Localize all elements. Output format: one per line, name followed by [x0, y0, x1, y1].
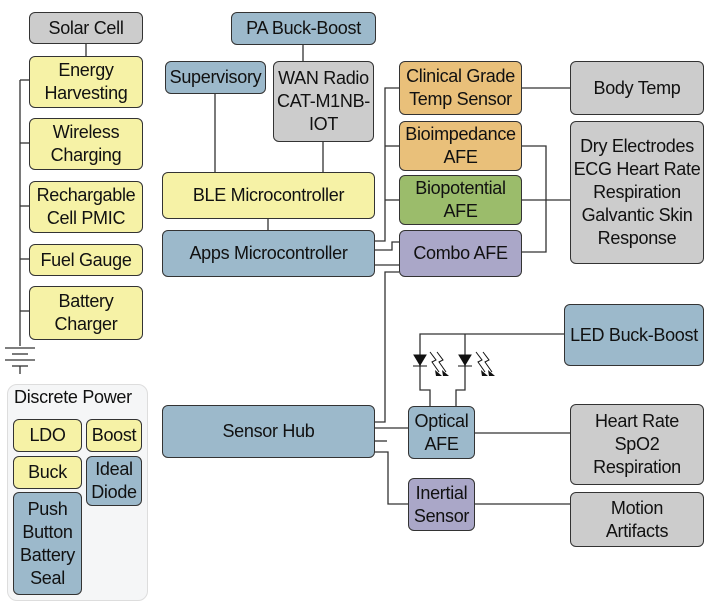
supervisory-block: Supervisory [165, 61, 266, 94]
motion-artifacts-block: Motion Artifacts [570, 492, 704, 547]
body-temp-block: Body Temp [570, 61, 704, 115]
combo-afe-block: Combo AFE [399, 230, 522, 277]
solar-cell-block: Solar Cell [29, 12, 143, 44]
ideal-diode-block: Ideal Diode [86, 456, 142, 506]
wan-radio-block: WAN Radio CAT-M1NB- IOT [273, 61, 374, 142]
led-buck-boost-block: LED Buck-Boost [564, 304, 704, 366]
apps-microcontroller-block: Apps Microcontroller [162, 230, 375, 277]
sensor-hub-block: Sensor Hub [162, 405, 375, 458]
buck-block: Buck [13, 456, 82, 489]
battery-charger-block: Battery Charger [29, 286, 143, 340]
pa-buck-boost-block: PA Buck-Boost [231, 12, 376, 45]
ble-microcontroller-block: BLE Microcontroller [162, 172, 375, 219]
heart-rate-spo2-block: Heart Rate SpO2 Respiration [570, 404, 704, 485]
ecg-outputs-block: Dry Electrodes ECG Heart Rate Respiratio… [570, 121, 704, 264]
push-button-battery-seal-block: Push Button Battery Seal [13, 492, 82, 595]
led-diode-icon [413, 354, 427, 366]
rechargeable-pmic-block: Rechargable Cell PMIC [29, 181, 143, 233]
ldo-block: LDO [13, 419, 82, 452]
inertial-sensor-block: Inertial Sensor [408, 478, 475, 531]
bioimpedance-afe-block: Bioimpedance AFE [399, 121, 522, 171]
fuel-gauge-block: Fuel Gauge [29, 244, 143, 276]
boost-block: Boost [86, 419, 142, 452]
wireless-charging-block: Wireless Charging [29, 118, 143, 170]
biopotential-afe-block: Biopotential AFE [399, 175, 522, 225]
led-diode-icon [458, 354, 472, 366]
discrete-power-title: Discrete Power [14, 387, 132, 407]
energy-harvesting-block: Energy Harvesting [29, 56, 143, 108]
optical-afe-block: Optical AFE [408, 406, 475, 459]
temp-sensor-block: Clinical Grade Temp Sensor [399, 61, 522, 115]
